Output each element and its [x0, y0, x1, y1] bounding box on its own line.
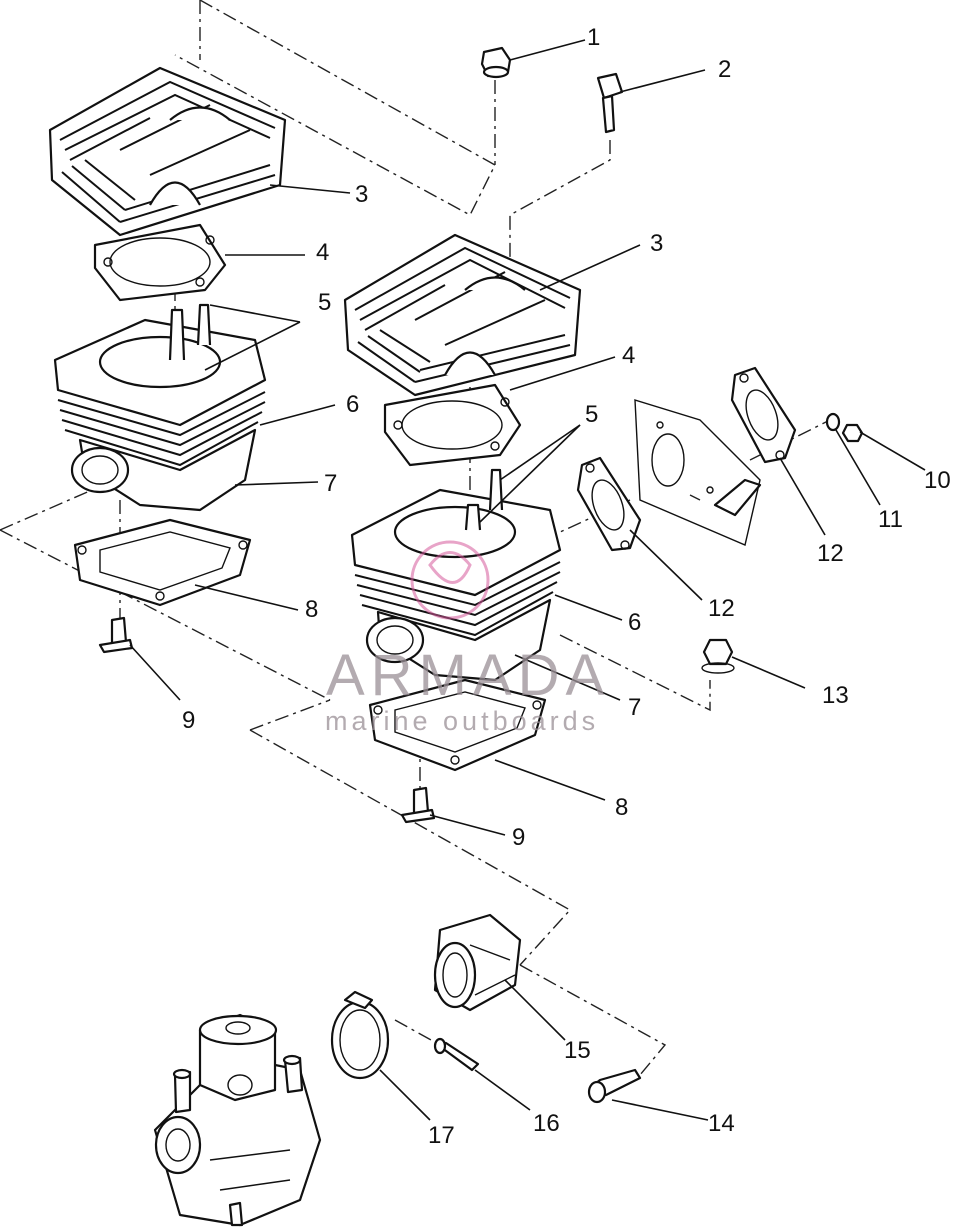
callout-4-right: 4 [622, 342, 635, 369]
carburetor [153, 1013, 322, 1227]
left-base-gasket [73, 518, 252, 607]
callout-3-left: 3 [355, 181, 368, 208]
watermark-tagline: marine outboards [325, 706, 599, 736]
callout-2: 2 [718, 56, 731, 83]
callout-9-right: 9 [512, 824, 525, 851]
callout-17: 17 [428, 1122, 455, 1149]
callout-1: 1 [587, 24, 600, 51]
callout-14: 14 [708, 1110, 735, 1137]
callout-15: 15 [564, 1037, 591, 1064]
callout-6-left: 6 [346, 391, 359, 418]
right-head-gasket [383, 383, 522, 467]
left-stud [98, 616, 134, 654]
callout-8-right: 8 [615, 794, 628, 821]
bolt-14 [587, 1068, 642, 1104]
left-cylinder [53, 303, 267, 512]
right-cylinder-head [343, 233, 582, 397]
callout-10: 10 [924, 467, 951, 494]
watermark: ARMADA marine outboards [325, 540, 610, 736]
callout-8-left: 8 [305, 596, 318, 623]
left-head-gasket [93, 223, 227, 302]
left-cylinder-head [48, 66, 287, 237]
screw-16 [433, 1037, 480, 1072]
watermark-logo-icon [410, 540, 490, 620]
exhaust-gasket-right [730, 366, 797, 464]
watermark-brand: ARMADA [326, 643, 610, 708]
callout-5-right: 5 [585, 401, 598, 428]
callout-7-right: 7 [628, 694, 641, 721]
exhaust-gasket-center [576, 456, 642, 552]
exhaust-manifold-plate [634, 399, 762, 546]
right-base-gasket [368, 678, 547, 772]
part-1-cap-nut [480, 46, 512, 79]
callout-labels: 1 2 3 3 4 4 5 5 6 6 7 7 8 8 9 9 10 11 12… [182, 24, 951, 1149]
callout-6-right: 6 [628, 609, 641, 636]
intake-manifold [433, 913, 522, 1012]
callout-16: 16 [533, 1110, 560, 1137]
hose-clamp [330, 990, 390, 1080]
callout-3-right: 3 [650, 230, 663, 257]
callout-5-left: 5 [318, 289, 331, 316]
callout-12-center: 12 [708, 595, 735, 622]
leader-lines [129, 39, 926, 1121]
callout-7-left: 7 [324, 470, 337, 497]
callout-4-left: 4 [316, 239, 329, 266]
callout-13: 13 [822, 682, 849, 709]
callout-9-left: 9 [182, 707, 195, 734]
callout-12-right: 12 [817, 540, 844, 567]
right-stud [400, 786, 436, 824]
nut-10 [841, 423, 864, 443]
washer-11 [825, 412, 841, 432]
part-2-bolt [596, 72, 624, 134]
callout-11: 11 [878, 506, 903, 533]
flange-nut-13 [701, 638, 735, 674]
